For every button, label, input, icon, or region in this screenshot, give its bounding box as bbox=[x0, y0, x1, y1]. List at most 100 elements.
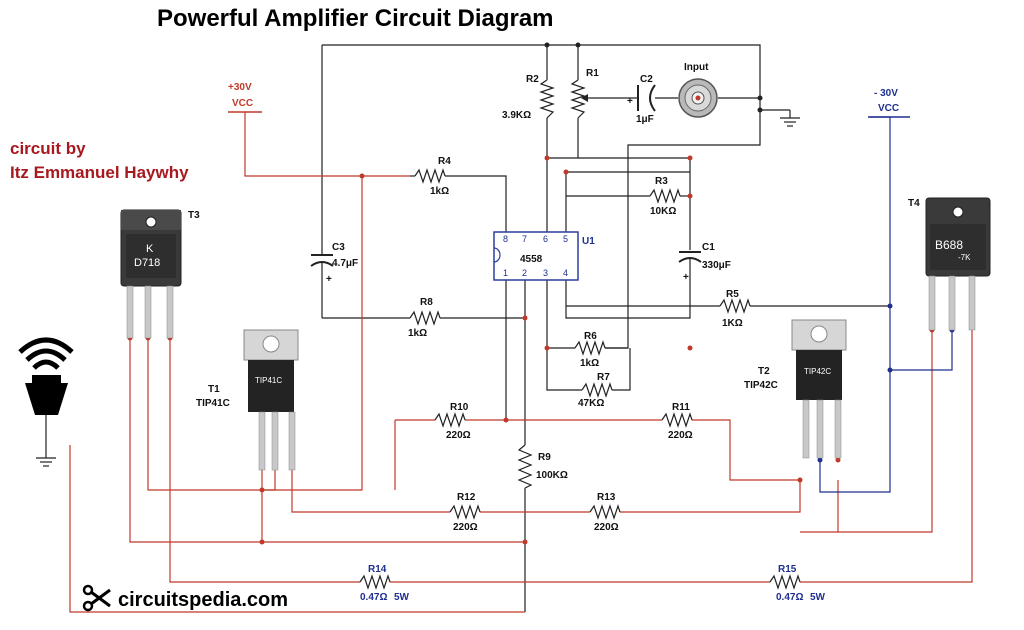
r4-ref: R4 bbox=[438, 156, 451, 167]
resistor-r12: R12 220Ω bbox=[449, 492, 481, 533]
r3-ref: R3 bbox=[655, 176, 668, 187]
brand-icon bbox=[82, 584, 111, 612]
r5-ref: R5 bbox=[726, 289, 739, 300]
c1-value: 330μF bbox=[702, 260, 731, 271]
author-line-1: circuit by bbox=[10, 139, 86, 158]
t2-ref: T2 bbox=[758, 366, 770, 377]
positive-supply: +30V VCC bbox=[228, 82, 262, 113]
c2-ref: C2 bbox=[640, 74, 653, 85]
ic-pin-2: 2 bbox=[522, 268, 527, 278]
t4-marking: B688 bbox=[935, 238, 963, 252]
negative-supply-label: VCC bbox=[878, 103, 899, 114]
t1-part: TIP41C bbox=[196, 398, 230, 409]
r10-value: 220Ω bbox=[446, 430, 471, 441]
resistor-r14: R14 0.47Ω 5W bbox=[359, 564, 410, 603]
r15-value: 0.47Ω bbox=[776, 592, 803, 603]
t3-ref: T3 bbox=[188, 210, 200, 221]
ic-pin-4: 4 bbox=[563, 268, 568, 278]
signal-wires bbox=[321, 44, 890, 612]
resistor-r15: R15 0.47Ω 5W bbox=[769, 564, 826, 603]
ic-pin-7: 7 bbox=[522, 234, 527, 244]
r9-value: 100KΩ bbox=[536, 470, 568, 481]
t3-marking: D718 bbox=[134, 257, 160, 269]
ic-ref: U1 bbox=[582, 236, 595, 247]
t3-marking-top: K bbox=[146, 243, 154, 255]
r12-ref: R12 bbox=[457, 492, 476, 503]
transistor-t4: B688 -7K T4 bbox=[908, 197, 991, 331]
c2-polarity: + bbox=[627, 96, 633, 107]
t1-marking: TIP41C bbox=[255, 376, 282, 385]
resistor-r11: R11 220Ω bbox=[661, 402, 693, 441]
resistor-r4: R4 1kΩ bbox=[414, 156, 451, 197]
r8-value: 1kΩ bbox=[408, 328, 427, 339]
transistor-t2: TIP42C T2 TIP42C bbox=[744, 319, 847, 459]
r13-ref: R13 bbox=[597, 492, 616, 503]
resistor-r2: R2 3.9KΩ bbox=[502, 74, 555, 121]
resistor-r10: R10 220Ω bbox=[434, 402, 471, 441]
r7-value: 47KΩ bbox=[578, 398, 604, 409]
resistor-r7: R7 47KΩ bbox=[578, 372, 613, 409]
negative-supply-voltage: - 30V bbox=[874, 88, 898, 99]
c3-ref: C3 bbox=[332, 242, 345, 253]
r10-ref: R10 bbox=[450, 402, 469, 413]
t4-marking-sub: -7K bbox=[958, 253, 971, 262]
r15-ref: R15 bbox=[778, 564, 797, 575]
speaker-ground-icon bbox=[36, 415, 56, 467]
resistor-r8: R8 1kΩ bbox=[408, 297, 441, 339]
r11-ref: R11 bbox=[672, 402, 690, 413]
r4-value: 1kΩ bbox=[430, 186, 449, 197]
capacitor-c2: C2 + 1μF bbox=[627, 74, 656, 125]
ground-icon bbox=[780, 110, 800, 127]
c3-value: 4.7μF bbox=[332, 258, 358, 269]
ic-pin-1: 1 bbox=[503, 268, 508, 278]
potentiometer-r1: R1 bbox=[570, 68, 599, 119]
c1-ref: C1 bbox=[702, 242, 715, 253]
r8-ref: R8 bbox=[420, 297, 433, 308]
transistor-t1: TIP41C T1 TIP41C bbox=[196, 329, 299, 471]
r11-value: 220Ω bbox=[668, 430, 693, 441]
ic-u1: 8 7 6 5 1 2 3 4 4558 U1 bbox=[493, 231, 595, 281]
transistor-t3: K D718 T3 bbox=[120, 209, 200, 339]
resistor-r5: R5 1KΩ bbox=[719, 289, 751, 329]
r1-ref: R1 bbox=[586, 68, 599, 79]
t2-marking: TIP42C bbox=[804, 367, 831, 376]
r7-ref: R7 bbox=[597, 372, 610, 383]
diagram-title: Powerful Amplifier Circuit Diagram bbox=[157, 5, 554, 32]
r13-value: 220Ω bbox=[594, 522, 619, 533]
speaker-icon bbox=[18, 337, 74, 415]
capacitor-c1: C1 330μF + bbox=[678, 235, 731, 283]
brand-name: circuitspedia.com bbox=[118, 589, 288, 611]
r6-ref: R6 bbox=[584, 331, 597, 342]
r14-ref: R14 bbox=[368, 564, 387, 575]
t2-part: TIP42C bbox=[744, 380, 778, 391]
brand-logo: circuitspedia.com bbox=[82, 584, 288, 612]
t4-ref: T4 bbox=[908, 198, 920, 209]
c3-polarity: + bbox=[326, 274, 332, 285]
author-line-2: Itz Emmanuel Haywhy bbox=[10, 163, 189, 182]
t1-ref: T1 bbox=[208, 384, 220, 395]
r15-rating: 5W bbox=[810, 592, 826, 603]
capacitor-c3: C3 4.7μF + bbox=[310, 242, 358, 285]
r6-value: 1kΩ bbox=[580, 358, 599, 369]
ic-pin-8: 8 bbox=[503, 234, 508, 244]
r2-ref: R2 bbox=[526, 74, 539, 85]
resistor-r13: R13 220Ω bbox=[589, 492, 621, 533]
ic-part: 4558 bbox=[520, 254, 543, 265]
input-label: Input bbox=[684, 62, 709, 73]
r14-value: 0.47Ω bbox=[360, 592, 387, 603]
ic-pin-3: 3 bbox=[543, 268, 548, 278]
input-jack: Input bbox=[678, 62, 718, 118]
positive-rail-wires bbox=[69, 112, 973, 613]
positive-supply-voltage: +30V bbox=[228, 82, 252, 93]
r12-value: 220Ω bbox=[453, 522, 478, 533]
c2-value: 1μF bbox=[636, 114, 654, 125]
c1-polarity: + bbox=[683, 272, 689, 283]
ic-pin-5: 5 bbox=[563, 234, 568, 244]
positive-supply-label: VCC bbox=[232, 98, 253, 109]
resistor-r6: R6 1kΩ bbox=[574, 331, 606, 369]
r14-rating: 5W bbox=[394, 592, 410, 603]
resistor-r3: R3 10KΩ bbox=[649, 176, 681, 217]
r3-value: 10KΩ bbox=[650, 206, 676, 217]
r9-ref: R9 bbox=[538, 452, 551, 463]
